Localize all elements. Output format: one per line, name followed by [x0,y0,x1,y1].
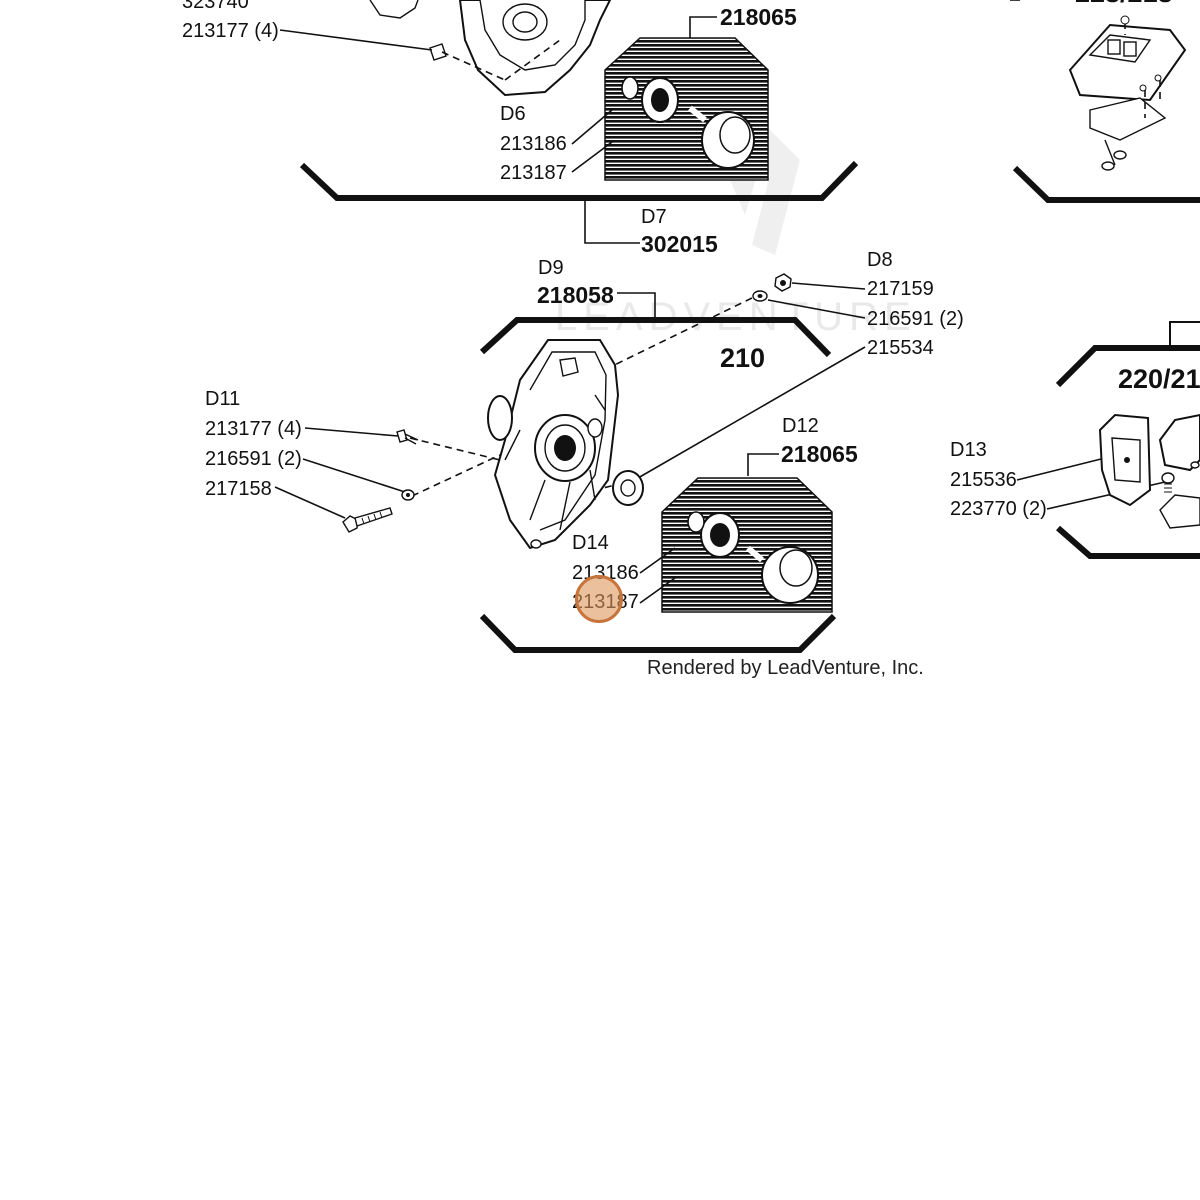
label-kit-top: 218065 [720,4,797,30]
cover-part [1098,413,1152,507]
label-bolt: 213177 (4) [205,418,302,440]
label-section-cut: 228/218 [1075,0,1173,8]
washer-top-part [752,290,768,302]
label-assembly-number: 302015 [641,231,718,257]
bracket-210-bottom [479,613,837,653]
leader-bolt [304,427,399,437]
bracket-top [299,160,859,201]
label-d13: D13 [950,439,987,461]
label-d12: D12 [782,415,819,437]
leader-fan [639,577,676,604]
leader-cover [1016,457,1106,481]
label-nut: 217159 [867,278,934,300]
kit-box-210 [661,477,833,613]
label-cover: 215536 [950,469,1017,491]
label-washer: 216591 (2) [205,448,302,470]
leader-washer [302,458,406,493]
leader-section-220 [1169,321,1200,348]
leader-stud [274,486,346,519]
cursor-highlight [575,575,623,623]
bracket-210-top [479,317,832,358]
label-stud: 217158 [205,478,272,500]
label-d6: D6 [500,103,526,125]
label-section-220: 220/216 [1118,364,1200,394]
bearing-part [687,511,740,558]
bolt-part [396,429,419,445]
fan-part [746,545,819,604]
label-d9: D9 [538,257,564,279]
screw-part [1161,472,1175,493]
section-210: D9 218058 D8 217159 216591 (2) 215534 21… [205,249,964,653]
leader-kit-top [689,16,717,38]
label-d14: D14 [572,532,609,554]
housing-part [487,339,620,550]
label-fan-top: 213187 [500,162,567,184]
leader-kit-210 [747,453,779,476]
stud-part [342,507,393,533]
leader-bearing-top [571,109,613,145]
housing-right-part [1158,413,1200,529]
label-screw: 223770 (2) [950,498,1047,520]
label-bolt-top: 213177 (4) [182,20,279,42]
label-washer-top: 216591 (2) [867,308,964,330]
switch-box-part [1068,15,1187,171]
leader-bearing [639,547,676,574]
label-d11: D11 [205,388,240,410]
label-kit-210: 218065 [781,441,858,467]
top-bolt [429,43,447,61]
top-housing [369,0,612,97]
credit-text: Rendered by LeadVenture, Inc. [647,657,924,679]
label-bearing-top: 213186 [500,133,567,155]
fan-part-top [688,105,755,169]
leader-nut [791,282,866,290]
label-section-210: 210 [720,343,765,373]
bracket-220-top [1055,345,1200,388]
section-220: 220/216 D13 215536 223770 (2) [950,321,1200,559]
leader-fan-top [571,141,613,173]
top-right-section: 228/218 [1010,0,1200,203]
label-d7: D7 [641,206,667,228]
kit-box-top [604,37,769,181]
label-seal: 215534 [867,337,934,359]
washer-part [401,489,415,501]
seal-part [612,470,644,506]
leader-washer-top [767,299,866,319]
leader-bolt-top [279,29,433,51]
label-d8: D8 [867,249,893,271]
nut-part [774,273,792,292]
bracket-top-right [1012,165,1200,203]
bearing-part-top [621,76,679,123]
leader-seal [637,346,866,479]
leader-d7 [584,200,640,244]
leader-housing [617,292,656,318]
top-section: 323740 213177 (4) 218065 D6 213186 21318… [182,0,859,257]
label-housing-number: 218058 [537,282,614,308]
label-top-cut: 323740 [182,0,249,13]
bracket-220-bottom [1056,525,1200,559]
